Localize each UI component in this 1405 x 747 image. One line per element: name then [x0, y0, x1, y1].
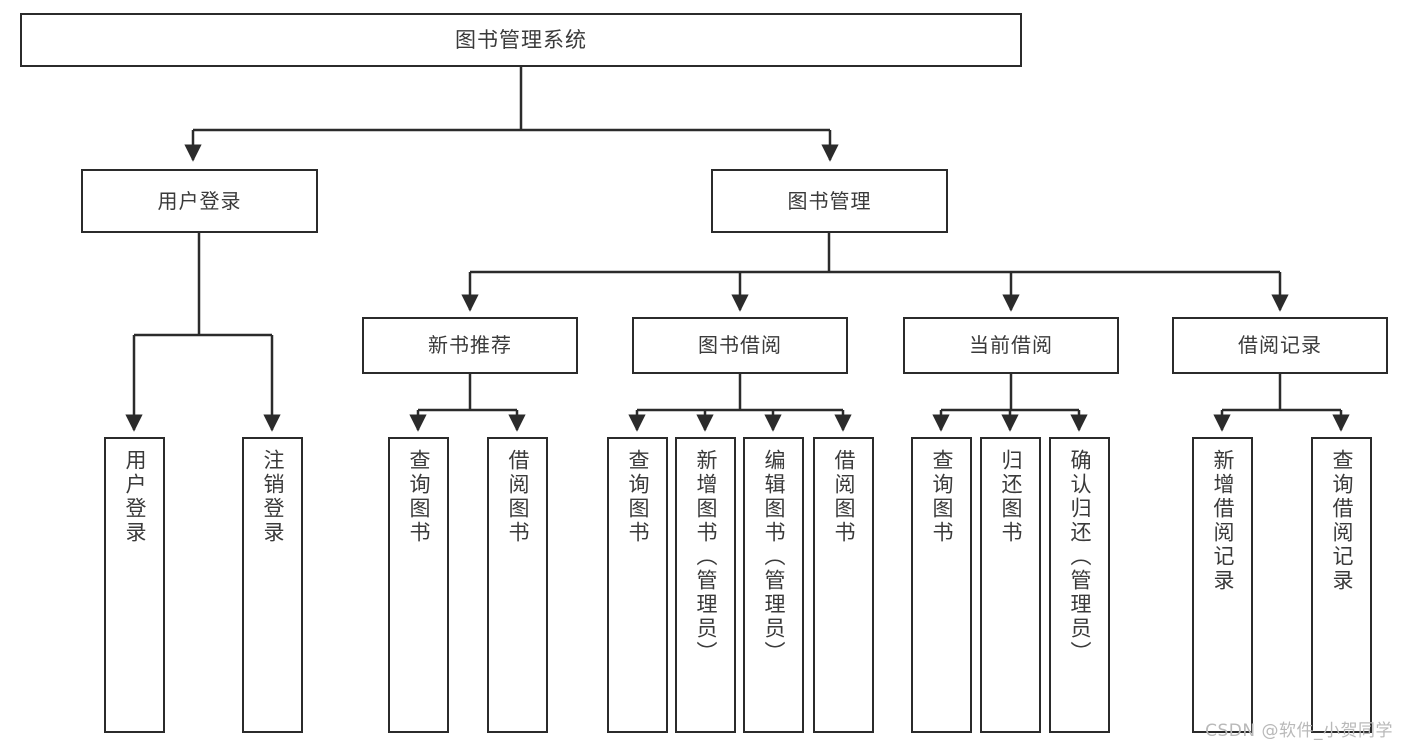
- leaf-query-record[interactable]: 查询借阅记录: [1311, 437, 1372, 733]
- leaf-borrow-book-2[interactable]: 借阅图书: [813, 437, 874, 733]
- node-label: 编辑图书（管理员）: [762, 449, 786, 665]
- node-label: 新书推荐: [428, 333, 512, 357]
- node-label: 归还图书: [999, 449, 1023, 545]
- node-label: 查询图书: [407, 449, 431, 545]
- node-label: 图书管理: [787, 188, 872, 213]
- node-label: 新增图书（管理员）: [694, 449, 718, 665]
- leaf-borrow-book-1[interactable]: 借阅图书: [487, 437, 548, 733]
- node-label: 借阅记录: [1238, 333, 1322, 357]
- node-label: 查询借阅记录: [1330, 449, 1354, 593]
- watermark-csdn: CSDN @软件_小贺同学: [1205, 721, 1393, 741]
- node-label: 图书借阅: [698, 333, 782, 357]
- leaf-query-book-1[interactable]: 查询图书: [388, 437, 449, 733]
- node-label: 查询图书: [930, 449, 954, 545]
- node-label: 当前借阅: [969, 333, 1053, 357]
- node-label: 用户登录: [123, 449, 147, 545]
- leaf-query-book-2[interactable]: 查询图书: [607, 437, 668, 733]
- leaf-add-book[interactable]: 新增图书（管理员）: [675, 437, 736, 733]
- node-label: 图书管理系统: [455, 27, 587, 52]
- node-label: 查询图书: [626, 449, 650, 545]
- node-label: 新增借阅记录: [1211, 449, 1235, 593]
- leaf-user-login[interactable]: 用户登录: [104, 437, 165, 733]
- node-label: 用户登录: [157, 188, 242, 213]
- node-current-borrow[interactable]: 当前借阅: [903, 317, 1119, 374]
- node-borrow-record[interactable]: 借阅记录: [1172, 317, 1388, 374]
- node-label: 注销登录: [261, 449, 285, 545]
- leaf-confirm-return[interactable]: 确认归还（管理员）: [1049, 437, 1110, 733]
- leaf-return-book[interactable]: 归还图书: [980, 437, 1041, 733]
- node-root-system[interactable]: 图书管理系统: [20, 13, 1022, 67]
- node-user-login[interactable]: 用户登录: [81, 169, 318, 233]
- node-book-borrow[interactable]: 图书借阅: [632, 317, 848, 374]
- leaf-edit-book[interactable]: 编辑图书（管理员）: [743, 437, 804, 733]
- leaf-query-book-3[interactable]: 查询图书: [911, 437, 972, 733]
- node-new-book-recommend[interactable]: 新书推荐: [362, 317, 578, 374]
- node-book-management[interactable]: 图书管理: [711, 169, 948, 233]
- leaf-logout[interactable]: 注销登录: [242, 437, 303, 733]
- node-label: 借阅图书: [832, 449, 856, 545]
- node-label: 确认归还（管理员）: [1068, 449, 1092, 665]
- leaf-add-record[interactable]: 新增借阅记录: [1192, 437, 1253, 733]
- node-label: 借阅图书: [506, 449, 530, 545]
